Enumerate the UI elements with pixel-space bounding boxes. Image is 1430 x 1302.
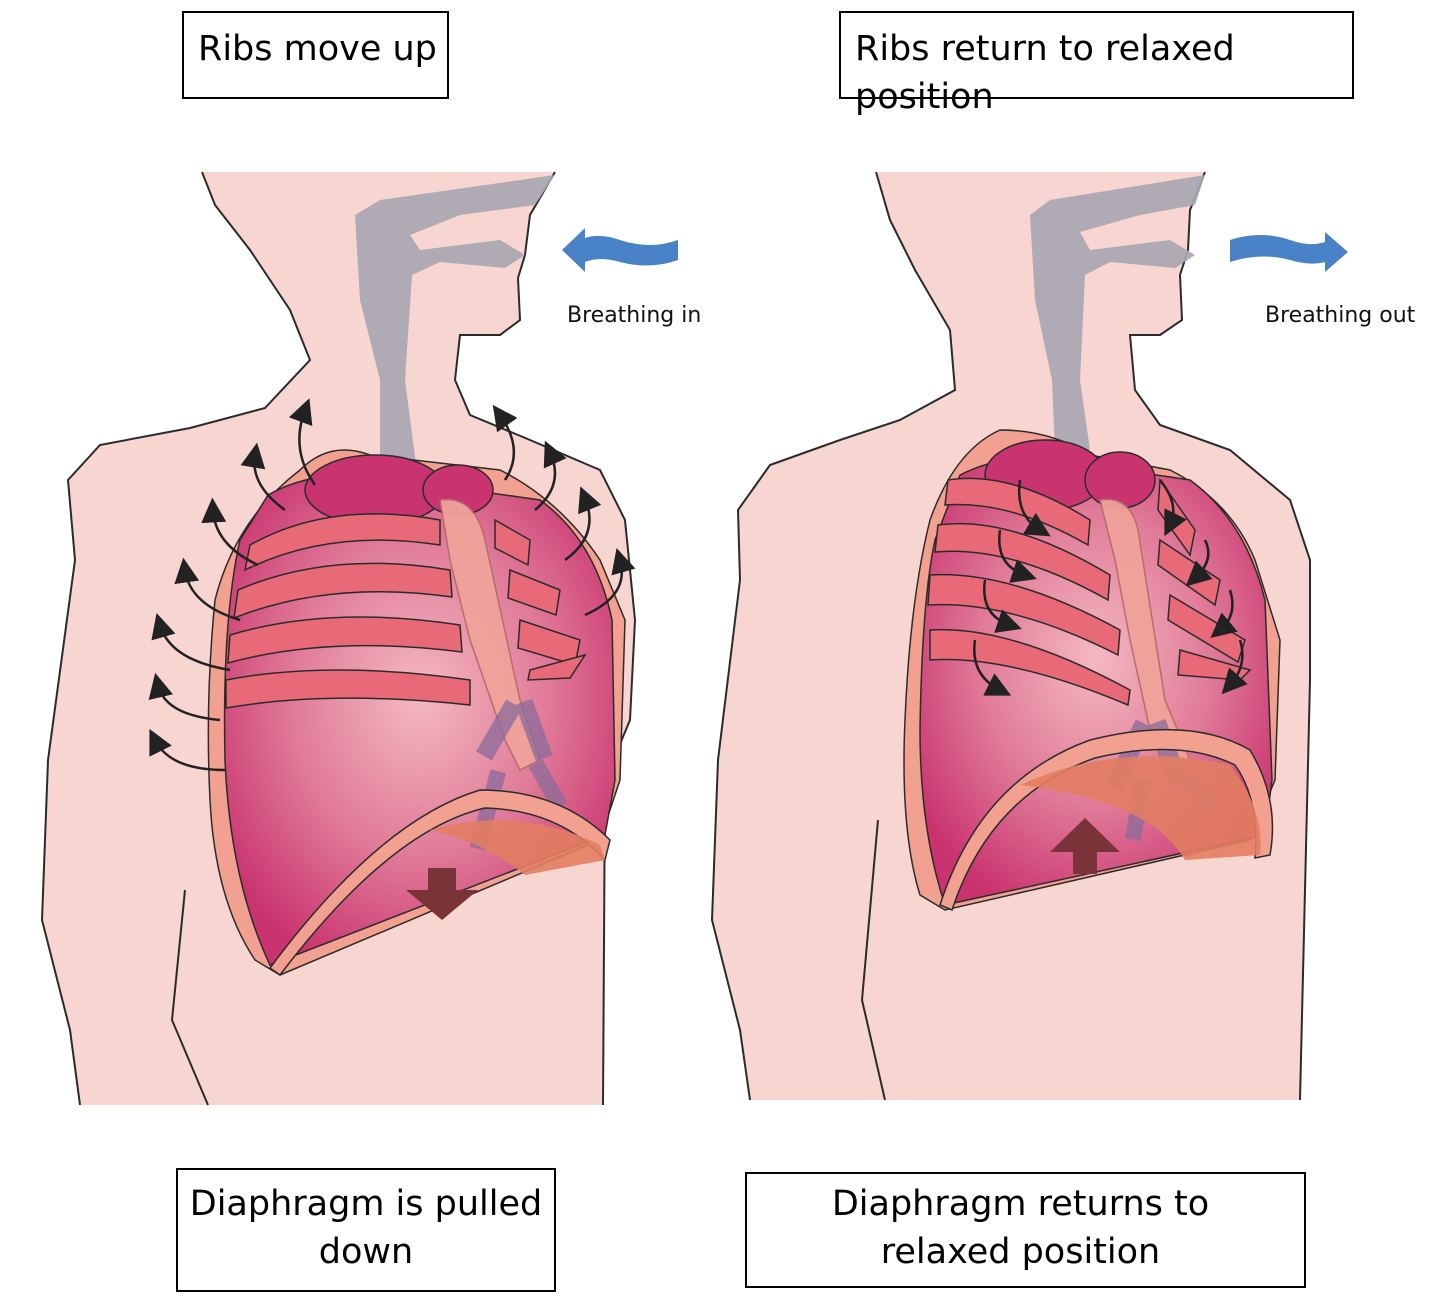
bronchi (469, 698, 568, 851)
rib-down-arrows (973, 479, 1248, 696)
breathing-out-air-arrow (1230, 232, 1348, 272)
diaphragm-up-arrow (1050, 818, 1120, 874)
rib-up-arrows (148, 398, 636, 772)
breathing-in-caption: Breathing in (567, 303, 702, 328)
diaphragm-pulled-down-label: Diaphragm is pulled down (176, 1168, 556, 1292)
breathing-in-air-arrow (562, 228, 678, 272)
arm-line-left-exhale (860, 819, 886, 1101)
arm-line-left (170, 889, 209, 1106)
body-outline-left-exhale (710, 171, 957, 1101)
ribs-inhale (225, 513, 587, 709)
sternum-exhale (1099, 498, 1191, 771)
diaphragm-inhale (268, 789, 611, 977)
ribs-move-up-label: Ribs move up (182, 11, 449, 99)
lung-apex-right-exhale (1084, 451, 1156, 509)
diaphragm-relaxed-label: Diaphragm returns to relaxed position (745, 1172, 1306, 1288)
airway-exhale (1030, 175, 1205, 450)
ribs-relaxed-label: Ribs return to relaxed position (839, 11, 1354, 117)
diaphragm-inner-exhale (1020, 756, 1261, 860)
airway (355, 175, 555, 480)
breathing-out-caption: Breathing out (1265, 303, 1416, 328)
head-profile (453, 171, 637, 1106)
ribs-move-up-text: Ribs move up (198, 29, 437, 69)
diaphragm-down-arrow (406, 868, 478, 920)
sternum (439, 498, 541, 772)
diaphragm-pulled-down-text: Diaphragm is pulled down (189, 1184, 543, 1272)
ribs-relaxed-text: Ribs return to relaxed position (855, 29, 1235, 117)
body-outline-left (40, 171, 312, 1106)
exhalation-illustration (710, 171, 1348, 1101)
diaphragm-inner (430, 820, 605, 875)
diaphragm-relaxed-text: Diaphragm returns to relaxed position (831, 1184, 1210, 1272)
inhalation-illustration (40, 171, 678, 1106)
